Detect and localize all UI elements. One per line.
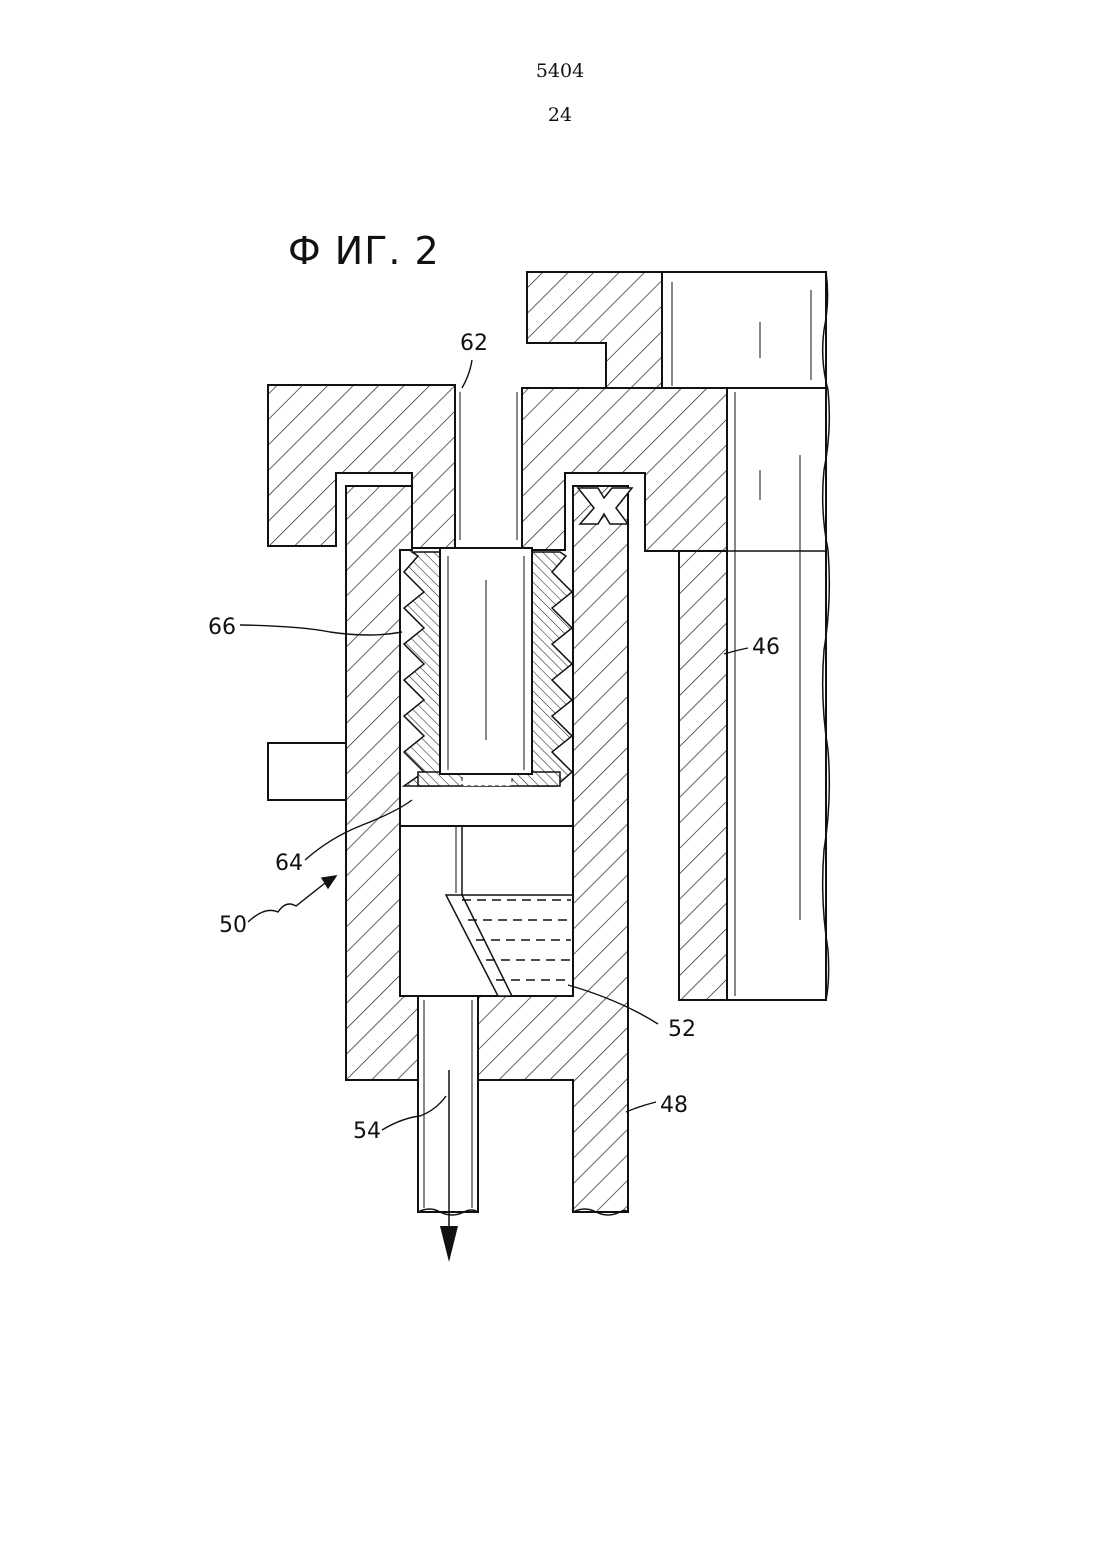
label-54: 54 xyxy=(353,1119,381,1144)
right-tube-46 xyxy=(727,388,826,1000)
side-inlet-pipe xyxy=(268,743,348,800)
label-62: 62 xyxy=(460,331,488,356)
wall-46 xyxy=(679,551,727,1000)
label-50: 50 xyxy=(219,913,247,938)
label-52: 52 xyxy=(668,1017,696,1042)
outlet-pipe-54 xyxy=(418,996,478,1212)
label-46: 46 xyxy=(752,635,780,660)
label-48: 48 xyxy=(660,1093,688,1118)
flow-arrow-icon xyxy=(440,1226,458,1262)
label-64: 64 xyxy=(275,851,303,876)
bellows-66-left xyxy=(404,552,440,786)
figure-title: Ф ИГ. 2 xyxy=(288,229,440,273)
bellows-66-right xyxy=(532,552,572,786)
upper-right-panel xyxy=(662,272,826,388)
upper-housing-block xyxy=(527,272,662,388)
label-66: 66 xyxy=(208,615,236,640)
